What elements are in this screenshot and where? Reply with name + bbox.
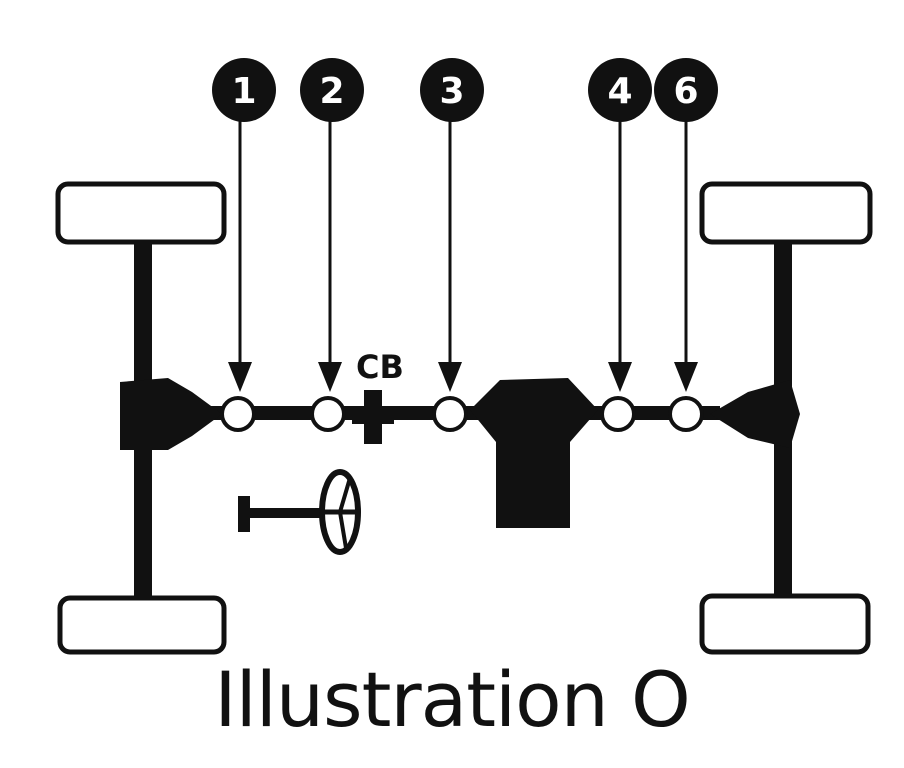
u-joint-1 (220, 396, 256, 432)
svg-text:6: 6 (673, 71, 698, 112)
u-joint-4 (600, 396, 636, 432)
callout-badge-3: 3 (420, 58, 484, 122)
left-rear-tire (57, 595, 227, 655)
svg-text:3: 3 (439, 71, 464, 112)
u-joint-3 (432, 396, 468, 432)
callout-badge-4: 4 (588, 58, 652, 122)
callout-arrow-1 (228, 120, 252, 392)
cb-label: CB (356, 348, 404, 386)
callout-arrow-6 (674, 120, 698, 392)
left-front-tire (55, 181, 227, 245)
right-differential (710, 380, 800, 448)
svg-text:4: 4 (607, 71, 632, 112)
callout-arrow-4 (608, 120, 632, 392)
callout-badge-2: 2 (300, 58, 364, 122)
svg-text:2: 2 (319, 71, 344, 112)
steering-wheel-icon (238, 469, 361, 555)
figure-caption: Illustration O (214, 655, 691, 744)
callout-arrow-2 (318, 120, 342, 392)
u-joint-2 (310, 396, 346, 432)
svg-text:1: 1 (231, 71, 256, 112)
u-joint-6 (668, 396, 704, 432)
left-differential (120, 378, 222, 450)
callout-badge-6: 6 (654, 58, 718, 122)
transmission-case (470, 378, 598, 528)
right-front-tire (699, 181, 873, 245)
center-bearing-horizontal (352, 406, 394, 424)
callout-arrow-3 (438, 120, 462, 392)
right-rear-tire (699, 593, 871, 655)
callout-badge-1: 1 (212, 58, 276, 122)
